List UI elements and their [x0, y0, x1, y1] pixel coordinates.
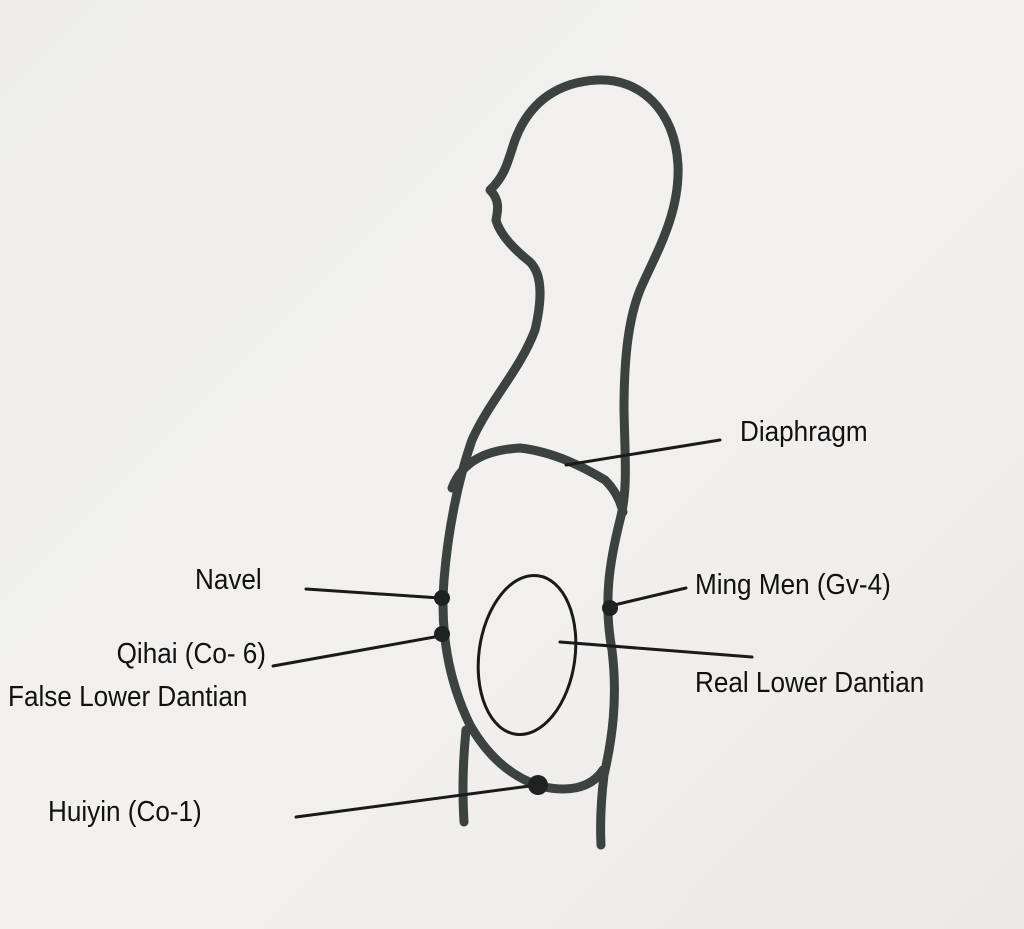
qihai-leader [271, 634, 442, 668]
real-lower-dantian-leader [558, 640, 754, 659]
huiyin-point [528, 775, 548, 795]
leg-front-line [458, 725, 471, 827]
qihai-point [434, 626, 450, 642]
body-front-outline [438, 75, 608, 794]
huiyin-leader [294, 784, 532, 819]
huiyin-label: Huiyin (Co-1) [48, 796, 202, 828]
ming-men-leader [608, 586, 688, 608]
real-lower-dantian-label: Real Lower Dantian [695, 667, 925, 699]
navel-point [434, 590, 450, 606]
real-lower-dantian-circle [476, 573, 578, 737]
navel-leader [304, 587, 442, 600]
diaphragm-leader [564, 438, 722, 467]
navel-label: Navel [195, 564, 262, 596]
false-lower-dantian-label: False Lower Dantian [8, 681, 248, 713]
ming-men-label: Ming Men (Gv-4) [695, 569, 891, 601]
qihai-label: Qihai (Co- 6) [116, 638, 266, 670]
body-back-outline [592, 75, 683, 850]
ming-men-point [602, 600, 618, 616]
diaphragm-line [447, 443, 628, 517]
diaphragm-label: Diaphragm [740, 416, 868, 448]
